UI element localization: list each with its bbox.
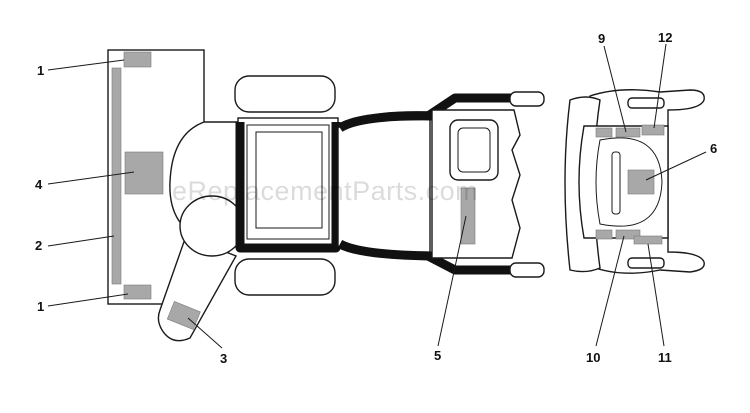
- wheels: [234, 75, 336, 296]
- decal-10: [615, 229, 641, 240]
- leader-lines: [47, 43, 707, 349]
- main-body: [235, 117, 359, 253]
- decal-10-left: [595, 229, 613, 240]
- callout-1-top: 1: [37, 63, 44, 78]
- decal-3: [166, 301, 201, 330]
- callout-9: 9: [598, 31, 605, 46]
- decal-1-bottom: [123, 284, 152, 300]
- handle-assembly: [564, 89, 705, 274]
- decal-4: [124, 151, 164, 195]
- callout-10: 10: [586, 350, 600, 365]
- callout-12: 12: [658, 30, 672, 45]
- decal-9-left: [595, 127, 613, 138]
- callout-2: 2: [35, 238, 42, 253]
- decal-12: [641, 124, 665, 136]
- callout-4: 4: [35, 177, 43, 192]
- callout-3: 3: [220, 351, 227, 366]
- frame-links: [337, 91, 545, 278]
- callout-6: 6: [710, 141, 717, 156]
- watermark-text: eReplacementParts.com: [172, 176, 478, 206]
- decal-9: [615, 127, 641, 138]
- decal-1-top: [123, 51, 152, 68]
- decal-strip-2: [111, 67, 122, 285]
- decal-11: [633, 235, 663, 245]
- callout-labels: 1 4 2 1 3 5 9 12 6 10 11: [35, 30, 717, 366]
- decal-5: [460, 187, 476, 245]
- callout-11: 11: [658, 350, 672, 365]
- control-housing: [431, 109, 521, 259]
- callout-5: 5: [434, 348, 441, 363]
- callout-1-bottom: 1: [37, 299, 44, 314]
- discharge-chute: [157, 195, 245, 342]
- decal-6: [627, 169, 655, 195]
